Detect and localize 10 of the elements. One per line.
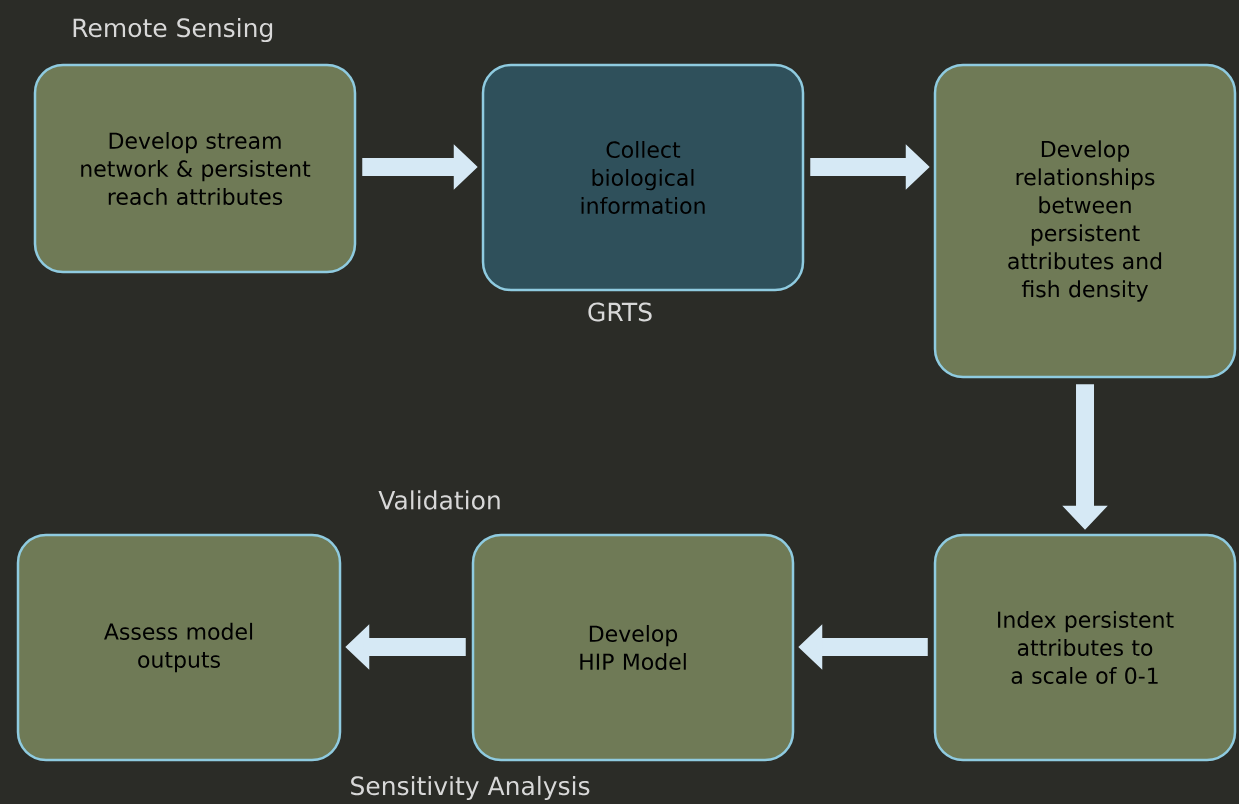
process-box: Assess model outputs [16, 533, 342, 762]
annotation-label: GRTS [588, 302, 652, 322]
process-box: Develop relationships between persistent attributes and fish density [933, 63, 1237, 379]
process-box: Collect biological information [481, 63, 805, 292]
process-box: Develop stream network & persistent reach attributes [33, 63, 357, 274]
annotation-label: Validation [378, 490, 500, 510]
annotation-label: Sensitivity Analysis [351, 775, 590, 801]
process-box: Develop HIP Model [471, 533, 795, 762]
process-box: Index persistent attributes to a scale of 0-1 [933, 533, 1237, 762]
annotation-label: Remote Sensing [73, 17, 273, 43]
